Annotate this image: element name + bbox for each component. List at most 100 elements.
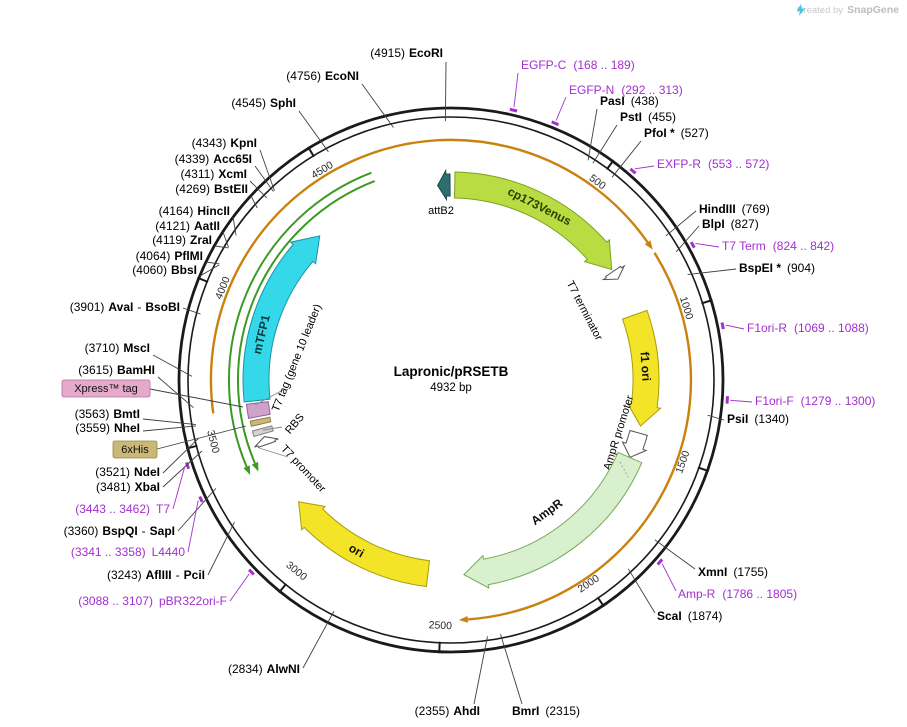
site-label-avai-bsobi[interactable]: (3901)AvaI-BsoBI — [70, 300, 180, 314]
primer-mark-exfp-r[interactable] — [629, 167, 637, 175]
tag-box-6xhis[interactable] — [112, 440, 158, 459]
site-label-aatii[interactable]: (4121)AatII — [155, 219, 220, 233]
primer-mark-l4440[interactable] — [198, 495, 204, 503]
site-label-hincii[interactable]: (4164)HincII — [159, 204, 230, 218]
site-label-f1ori-r[interactable]: F1ori-R(1069 .. 1088) — [747, 321, 869, 335]
primer-mark-pbr322ori-f[interactable] — [248, 568, 255, 576]
site-label-xcmi[interactable]: (4311)XcmI — [181, 167, 247, 181]
orf-ampr-arc — [467, 252, 693, 621]
leader-f1ori-f — [730, 399, 753, 403]
site-label-l4440[interactable]: (3341 .. 3358)L4440 — [71, 545, 185, 559]
feature-ampr[interactable] — [463, 451, 643, 590]
tag-box-xpress-tag[interactable] — [61, 379, 151, 398]
site-label-ecori[interactable]: (4915)EcoRI — [370, 46, 443, 60]
leader-ndei — [162, 437, 199, 474]
tick-mark-2000 — [596, 596, 605, 608]
site-label-bspqi-sapi[interactable]: (3360)BspQI-SapI — [64, 524, 175, 538]
primer-mark-f1ori-r[interactable] — [720, 322, 725, 330]
feature-ampr-promoter[interactable] — [621, 429, 648, 458]
site-label-amp-r[interactable]: Amp-R(1786 .. 1805) — [678, 587, 797, 601]
leader-scai — [627, 568, 656, 614]
site-label-psti[interactable]: PstI(455) — [620, 110, 676, 124]
site-label-xbai[interactable]: (3481)XbaI — [96, 480, 160, 494]
leader-econi — [361, 83, 394, 128]
site-label-bmri[interactable]: BmrI(2315) — [512, 704, 580, 718]
leader-bspqi-sapi — [177, 488, 217, 532]
primer-mark-t7[interactable] — [185, 461, 191, 470]
site-label-bamhi[interactable]: (3615)BamHI — [78, 363, 155, 377]
feature-t7-promoter[interactable] — [254, 436, 279, 448]
site-label-pbr322ori-f[interactable]: (3088 .. 3107)pBR322ori-F — [78, 594, 227, 608]
site-label-bmti[interactable]: (3563)BmtI — [75, 407, 140, 421]
site-label-f1ori-f[interactable]: F1ori-F(1279 .. 1300) — [755, 394, 875, 408]
site-label-kpni[interactable]: (4343)KpnI — [192, 136, 257, 150]
site-label-afliii-pcii[interactable]: (3243)AflIII-PciI — [107, 568, 205, 582]
site-label-t7-primer[interactable]: (3443 .. 3462)T7 — [75, 502, 170, 516]
leader-pbr322ori-f — [229, 573, 250, 602]
backbone-inner-ring — [187, 116, 715, 644]
site-label-xmni[interactable]: XmnI(1755) — [698, 565, 768, 579]
site-label-zrai[interactable]: (4119)ZraI — [152, 233, 212, 247]
tick-mark-4500 — [307, 146, 315, 158]
site-label-pasi[interactable]: PasI(438) — [600, 94, 659, 108]
site-label-pfoi[interactable]: PfoI *(527) — [644, 126, 709, 140]
primer-mark-egfp-n[interactable] — [551, 120, 560, 127]
feature-attb2[interactable] — [437, 168, 451, 202]
site-label-t7-term[interactable]: T7 Term(824 .. 842) — [722, 239, 834, 253]
primer-mark-egfp-c[interactable] — [509, 107, 518, 113]
site-label-acc65i[interactable]: (4339)Acc65I — [175, 152, 252, 166]
feature-t7-terminator[interactable] — [601, 264, 626, 281]
site-label-bspei[interactable]: BspEI *(904) — [739, 261, 815, 275]
feature-mtfp1[interactable] — [242, 235, 321, 403]
primer-mark-amp-r[interactable] — [656, 558, 664, 566]
leader-blpi — [675, 225, 700, 253]
tag-label-xpress-tag: Xpress™ tag — [74, 383, 138, 395]
orf-fusion-arc — [209, 138, 649, 414]
site-label-econi[interactable]: (4756)EcoNI — [286, 69, 359, 83]
tick-label-500: 500 — [587, 172, 608, 192]
site-label-blpi[interactable]: BlpI(827) — [702, 217, 759, 231]
primer-mark-t7-term[interactable] — [689, 241, 696, 249]
leader-psti — [592, 124, 618, 164]
leader-egfp-c — [513, 72, 519, 108]
site-label-nhei[interactable]: (3559)NheI — [75, 421, 140, 435]
feature-cp173venus[interactable] — [453, 171, 613, 271]
site-label-bsteii[interactable]: (4269)BstEII — [175, 182, 248, 196]
site-label-scai[interactable]: ScaI(1874) — [657, 609, 722, 623]
leader-f1ori-r — [725, 324, 745, 330]
primer-mark-f1ori-f[interactable] — [725, 396, 729, 404]
leader-bspei — [687, 268, 737, 276]
leader-egfp-n — [555, 96, 567, 121]
site-label-sphi[interactable]: (4545)SphI — [231, 96, 296, 110]
callout-leader-6xhis — [156, 425, 247, 450]
site-label-egfp-n[interactable]: EGFP-N(292 .. 313) — [569, 83, 683, 97]
feature-ori[interactable] — [298, 501, 431, 588]
feature-rbs[interactable] — [251, 425, 274, 438]
leader-nhei — [142, 425, 197, 432]
leader-l4440 — [187, 500, 199, 553]
feature-label-f1-ori: f1 ori — [637, 351, 653, 381]
tick-mark-1500 — [697, 466, 710, 473]
site-label-exfp-r[interactable]: EXFP-R(553 .. 572) — [657, 157, 769, 171]
site-label-pflmi[interactable]: (4064)PflMI — [136, 249, 203, 263]
feature-t7-tag-xpress-tag[interactable] — [245, 401, 271, 419]
leader-t7-primer — [172, 466, 186, 510]
leader-msci — [152, 354, 193, 377]
leader-amp-r — [661, 563, 677, 592]
site-label-egfp-c[interactable]: EGFP-C(168 .. 189) — [521, 58, 635, 72]
site-label-hindiii[interactable]: HindIII(769) — [699, 202, 770, 216]
site-label-ahdi[interactable]: (2355)AhdI — [415, 704, 480, 718]
site-label-ndei[interactable]: (3521)NdeI — [95, 465, 160, 479]
feature-6xhis[interactable] — [249, 416, 272, 427]
site-label-alwni[interactable]: (2834)AlwNI — [228, 662, 300, 676]
snapgene-watermark: Created by SnapGene — [796, 4, 899, 16]
connector-line-0 — [254, 389, 284, 406]
leader-avai-bsobi — [182, 307, 201, 315]
feature-f1-ori[interactable] — [621, 309, 662, 427]
site-label-psii[interactable]: PsiI(1340) — [727, 412, 789, 426]
site-label-msci[interactable]: (3710)MscI — [85, 341, 150, 355]
leader-pfoi — [611, 140, 642, 178]
feature-label-ori: ori — [346, 541, 366, 561]
site-label-bbsi[interactable]: (4060)BbsI — [132, 263, 197, 277]
